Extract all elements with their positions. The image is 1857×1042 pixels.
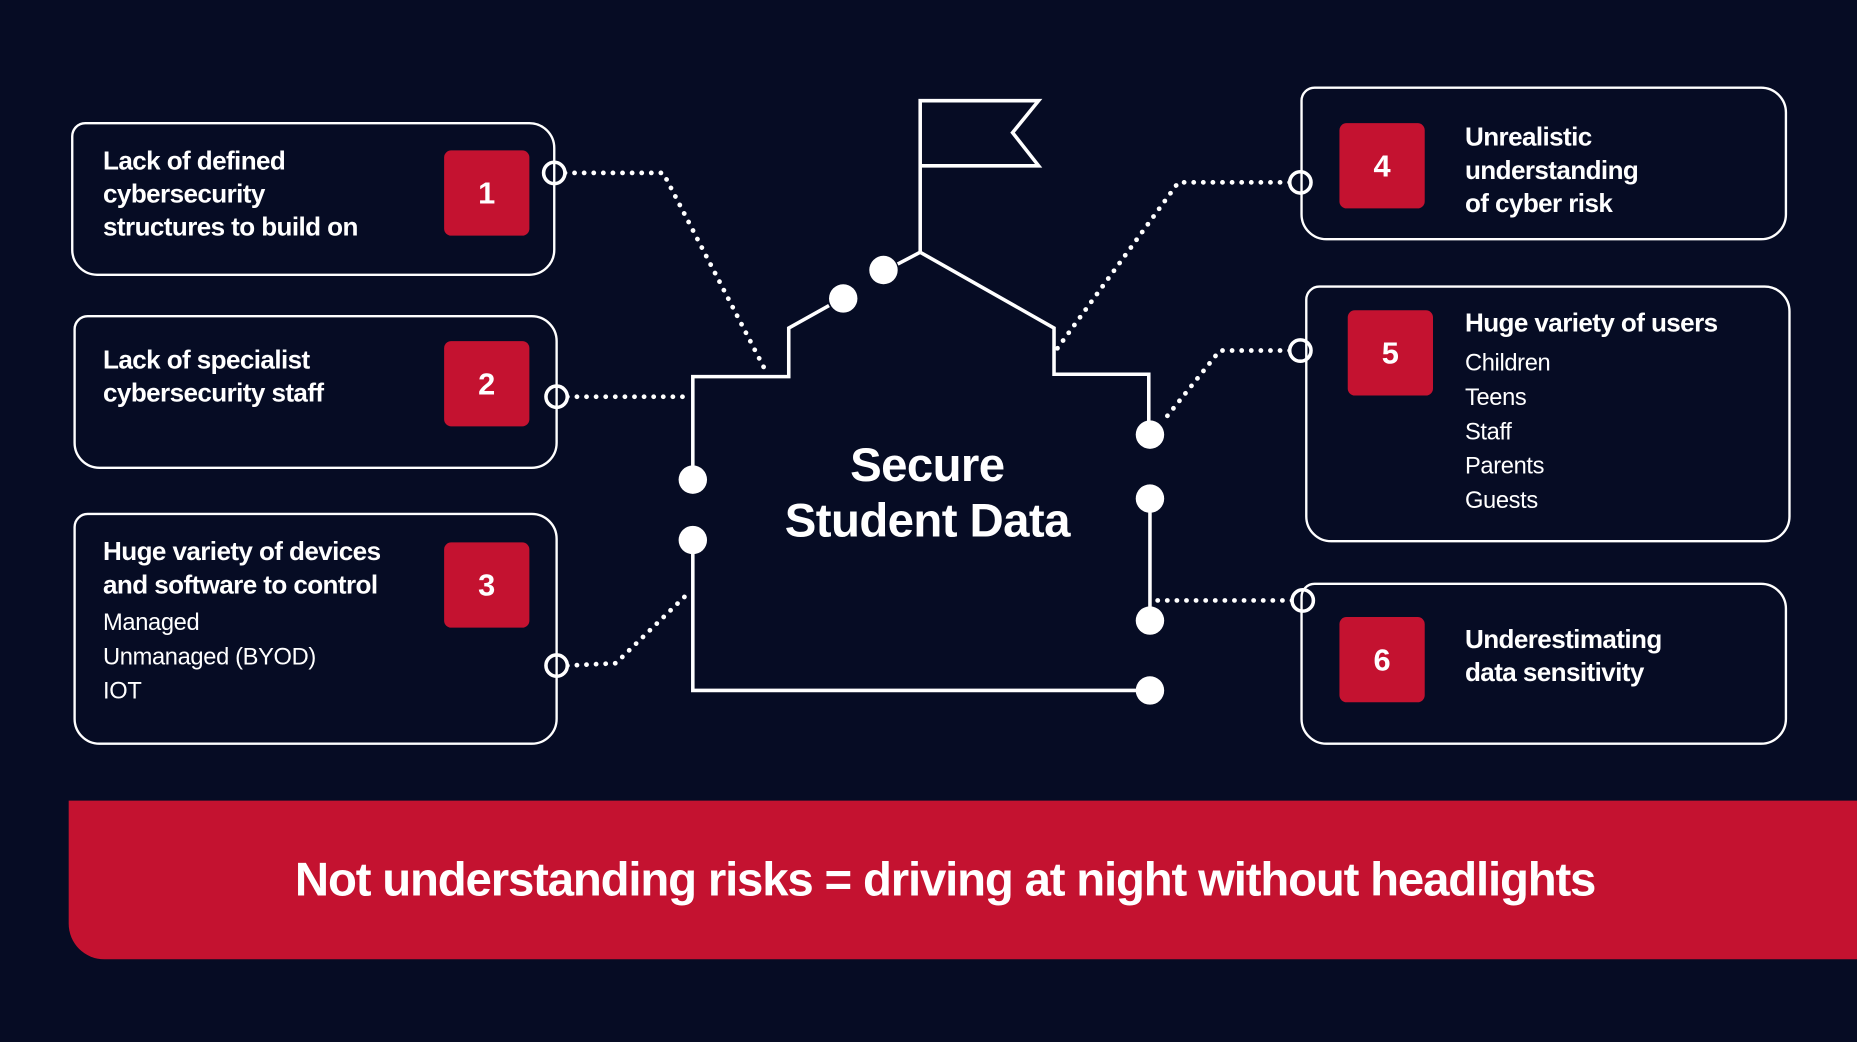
challenge-6-number-badge: 6 <box>1339 617 1425 703</box>
list-item: Children <box>1464 350 1551 377</box>
list-item: Guests <box>1464 487 1538 514</box>
center-title-line2: Student Data <box>784 495 1071 548</box>
challenge-4-title: Unrealistic understanding of cyber risk <box>1464 121 1639 220</box>
title-line: understanding <box>1464 155 1639 185</box>
banner-text: Not understanding risks = driving at nig… <box>294 853 1596 906</box>
challenge-card-3 <box>73 512 558 745</box>
challenge-card-1 <box>71 121 556 276</box>
title-line: Lack of defined <box>103 145 286 176</box>
challenge-2-number-badge: 2 <box>444 341 530 427</box>
title-line: of cyber risk <box>1464 188 1613 218</box>
challenge-card-2 <box>73 315 558 469</box>
title-line: data sensitivity <box>1464 657 1644 687</box>
challenge-3-number-badge: 3 <box>444 542 530 628</box>
challenge-2-title: Lack of specialist cybersecurity staff <box>103 343 324 409</box>
flag-icon <box>918 98 1043 253</box>
title-line: and software to control <box>103 569 378 600</box>
dotted-connectors <box>562 170 1295 668</box>
list-item: Staff <box>1464 419 1512 446</box>
title-line: Underestimating <box>1464 624 1662 654</box>
challenge-3-title: Huge variety of devices and software to … <box>103 535 381 709</box>
challenge-1-number-badge: 1 <box>444 150 530 236</box>
challenge-6-title: Underestimating data sensitivity <box>1465 623 1662 689</box>
list-item: Parents <box>1464 453 1545 480</box>
title-line: structures to build on <box>103 211 358 242</box>
title-line: Huge variety of users <box>1464 307 1718 338</box>
list-item: IOT <box>103 678 142 705</box>
bottom-banner: Not understanding risks = driving at nig… <box>68 800 1857 960</box>
challenge-1-title: Lack of defined cybersecurity structures… <box>103 144 358 243</box>
challenge-4-number-badge: 4 <box>1339 123 1425 209</box>
challenge-card-6 <box>1300 582 1788 745</box>
title-line: cybersecurity <box>103 178 265 209</box>
house-nodes <box>678 255 1165 705</box>
list-item: Unmanaged (BYOD) <box>103 644 316 671</box>
title-line: Lack of specialist <box>103 344 310 375</box>
challenge-5-title: Huge variety of users Children Teens Sta… <box>1465 307 1718 519</box>
title-line: Huge variety of devices <box>103 536 381 567</box>
list-item: Teens <box>1464 384 1527 411</box>
title-line: Unrealistic <box>1464 121 1592 152</box>
center-title: Secure Student Data <box>734 438 1120 549</box>
title-line: cybersecurity staff <box>103 377 324 408</box>
challenge-card-4 <box>1300 86 1788 241</box>
center-title-line1: Secure <box>850 439 1005 492</box>
list-item: Managed <box>103 609 200 636</box>
challenge-card-5 <box>1305 285 1791 543</box>
challenge-5-number-badge: 5 <box>1347 310 1434 396</box>
house-outline <box>691 98 1152 693</box>
